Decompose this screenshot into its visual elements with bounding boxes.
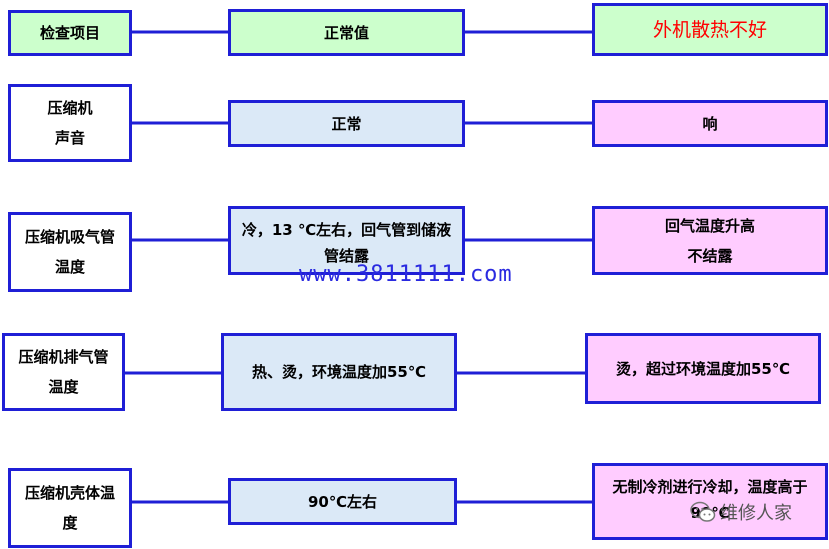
wechat-account-name: 维修人家 xyxy=(720,503,792,524)
fault-box-suction-temp: 回气温度升高 不结露 xyxy=(592,206,828,275)
fault-value-line1: 回气温度升高 xyxy=(664,216,755,235)
fault-box-discharge-temp: 烫，超过环境温度加55℃ xyxy=(585,333,821,404)
item-label-line1: 压缩机 xyxy=(47,99,93,117)
header-normal-box: 正常值 xyxy=(228,9,465,56)
item-box-shell-temp: 压缩机壳体温 度 xyxy=(8,468,132,548)
normal-value-line1: 冷，13 ℃左右，回气管到储液 xyxy=(241,221,452,239)
normal-box-shell-temp: 90℃左右 xyxy=(228,478,457,525)
fault-box-shell-temp: 无制冷剂进行冷却，温度高于 90℃ xyxy=(592,463,828,540)
normal-box-compressor-sound: 正常 xyxy=(228,100,465,147)
item-box-suction-temp: 压缩机吸气管 温度 xyxy=(8,212,132,292)
header-fault-label: 外机散热不好 xyxy=(652,18,767,41)
normal-value: 正常 xyxy=(331,114,362,133)
normal-value: 热、烫，环境温度加55℃ xyxy=(251,363,427,381)
website-watermark: www.3811111.com xyxy=(299,262,513,287)
header-item-box: 检查项目 xyxy=(8,10,132,56)
item-label-line1: 压缩机吸气管 xyxy=(24,228,115,246)
item-label-line2: 温度 xyxy=(48,378,79,396)
normal-box-suction-temp: 冷，13 ℃左右，回气管到储液 管结露 xyxy=(228,206,465,275)
normal-box-discharge-temp: 热、烫，环境温度加55℃ xyxy=(221,333,457,411)
header-fault-box: 外机散热不好 xyxy=(592,3,828,56)
wechat-icon xyxy=(690,501,716,522)
item-label-line2: 度 xyxy=(62,514,78,532)
item-box-compressor-sound: 压缩机 声音 xyxy=(8,84,132,162)
normal-value-line2: 管结露 xyxy=(323,247,369,265)
wechat-watermark: 维修人家 xyxy=(690,499,792,525)
item-label-line2: 声音 xyxy=(54,129,85,147)
fault-value-line2: 不结露 xyxy=(687,246,733,265)
item-label-line1: 压缩机壳体温 xyxy=(24,484,115,502)
fault-box-compressor-sound: 响 xyxy=(592,100,828,147)
item-label-line1: 压缩机排气管 xyxy=(18,348,109,366)
fault-value-line1: 无制冷剂进行冷却，温度高于 xyxy=(612,478,808,496)
item-box-discharge-temp: 压缩机排气管 温度 xyxy=(2,333,125,411)
header-normal-label: 正常值 xyxy=(323,23,369,42)
fault-value: 响 xyxy=(702,114,718,133)
header-item-label: 检查项目 xyxy=(39,24,100,42)
normal-value: 90℃左右 xyxy=(307,492,378,511)
fault-value: 烫，超过环境温度加55℃ xyxy=(615,359,791,378)
item-label-line2: 温度 xyxy=(54,258,85,276)
